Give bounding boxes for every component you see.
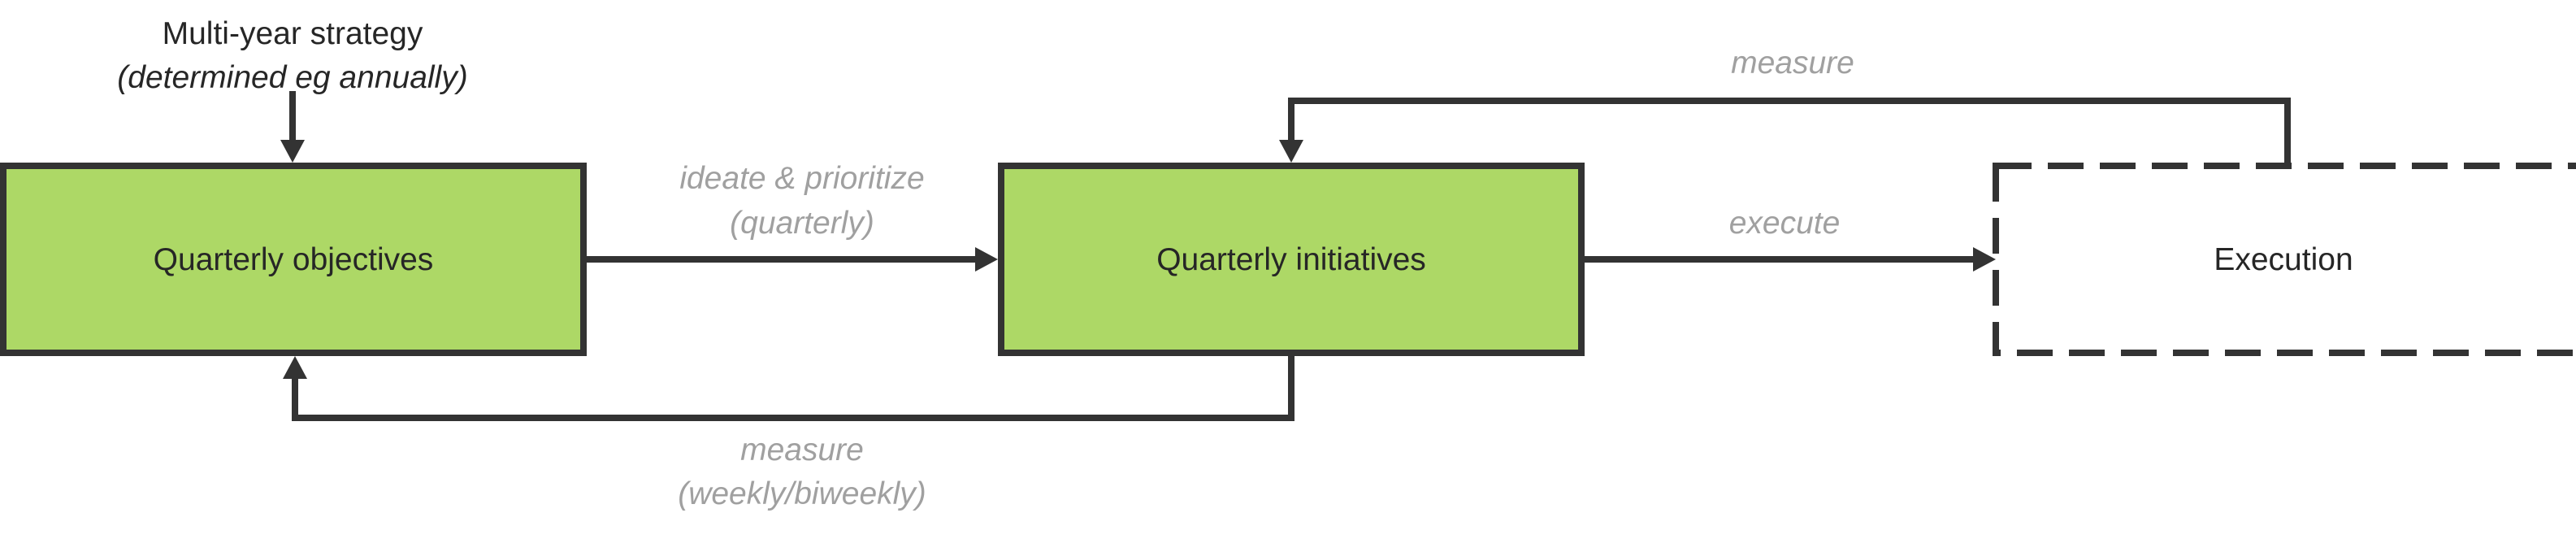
measure-top-arrowhead bbox=[1279, 140, 1303, 163]
strategy-subtitle: (determined eg annually) bbox=[117, 60, 467, 95]
strategy-to-objectives-arrowhead bbox=[280, 140, 305, 163]
execution-label: Execution bbox=[2214, 242, 2353, 277]
measure-top-connector bbox=[1288, 98, 2291, 166]
initiatives-node bbox=[998, 163, 1585, 356]
execute-label: execute bbox=[1729, 206, 1841, 241]
ideate-label-line2: (quarterly) bbox=[730, 206, 874, 241]
measure-top-label: measure bbox=[1731, 46, 1854, 80]
measure-bottom-connector bbox=[292, 353, 1295, 421]
measure-bottom-label-line2: (weekly/biweekly) bbox=[678, 476, 926, 511]
strategy-title: Multi-year strategy bbox=[163, 16, 423, 51]
measure-bottom-arrowhead bbox=[283, 356, 307, 379]
objectives-to-initiatives-arrowhead bbox=[975, 247, 998, 272]
ideate-label-line1: ideate & prioritize bbox=[679, 161, 924, 196]
initiatives-label: Quarterly initiatives bbox=[1156, 242, 1426, 277]
initiatives-to-execution-arrowhead bbox=[1973, 247, 1996, 272]
objectives-label: Quarterly objectives bbox=[154, 242, 434, 277]
measure-bottom-label-line1: measure bbox=[740, 433, 864, 467]
